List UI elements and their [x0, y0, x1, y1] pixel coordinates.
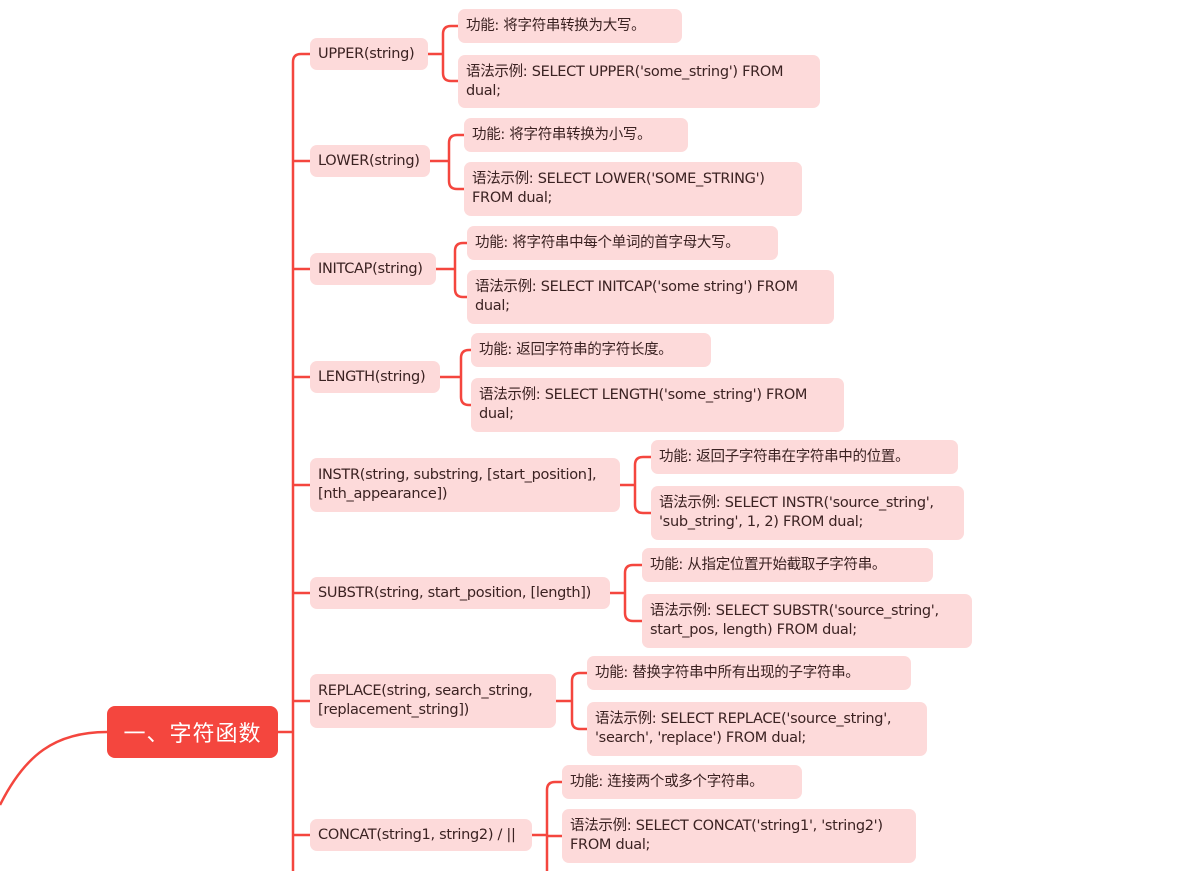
function-node-initcap[interactable]: INITCAP(string): [310, 253, 436, 285]
example-node-upper[interactable]: 语法示例: SELECT UPPER('some_string') FROM d…: [458, 55, 820, 108]
function-node-concat[interactable]: CONCAT(string1, string2) / ||: [310, 819, 532, 851]
desc-node-instr[interactable]: 功能: 返回子字符串在字符串中的位置。: [651, 440, 958, 474]
desc-node-concat[interactable]: 功能: 连接两个或多个字符串。: [562, 765, 802, 799]
function-node-substr[interactable]: SUBSTR(string, start_position, [length]): [310, 577, 610, 609]
example-node-lower[interactable]: 语法示例: SELECT LOWER('SOME_STRING') FROM d…: [464, 162, 802, 216]
desc-node-replace[interactable]: 功能: 替换字符串中所有出现的子字符串。: [587, 656, 911, 690]
desc-node-upper[interactable]: 功能: 将字符串转换为大写。: [458, 9, 682, 43]
root-node[interactable]: 一、字符函数: [107, 706, 278, 758]
desc-node-length[interactable]: 功能: 返回字符串的字符长度。: [471, 333, 711, 367]
function-node-lower[interactable]: LOWER(string): [310, 145, 430, 177]
example-node-replace[interactable]: 语法示例: SELECT REPLACE('source_string', 's…: [587, 702, 927, 756]
example-node-initcap[interactable]: 语法示例: SELECT INITCAP('some string') FROM…: [467, 270, 834, 324]
function-node-replace[interactable]: REPLACE(string, search_string, [replacem…: [310, 674, 556, 728]
example-node-concat[interactable]: 语法示例: SELECT CONCAT('string1', 'string2'…: [562, 809, 916, 863]
function-node-length[interactable]: LENGTH(string): [310, 361, 440, 393]
desc-node-substr[interactable]: 功能: 从指定位置开始截取子字符串。: [642, 548, 933, 582]
example-node-instr[interactable]: 语法示例: SELECT INSTR('source_string', 'sub…: [651, 486, 964, 540]
function-node-upper[interactable]: UPPER(string): [310, 38, 428, 70]
desc-node-lower[interactable]: 功能: 将字符串转换为小写。: [464, 118, 688, 152]
example-node-length[interactable]: 语法示例: SELECT LENGTH('some_string') FROM …: [471, 378, 844, 432]
example-node-substr[interactable]: 语法示例: SELECT SUBSTR('source_string', sta…: [642, 594, 972, 648]
desc-node-initcap[interactable]: 功能: 将字符串中每个单词的首字母大写。: [467, 226, 778, 260]
function-node-instr[interactable]: INSTR(string, substring, [start_position…: [310, 458, 620, 512]
